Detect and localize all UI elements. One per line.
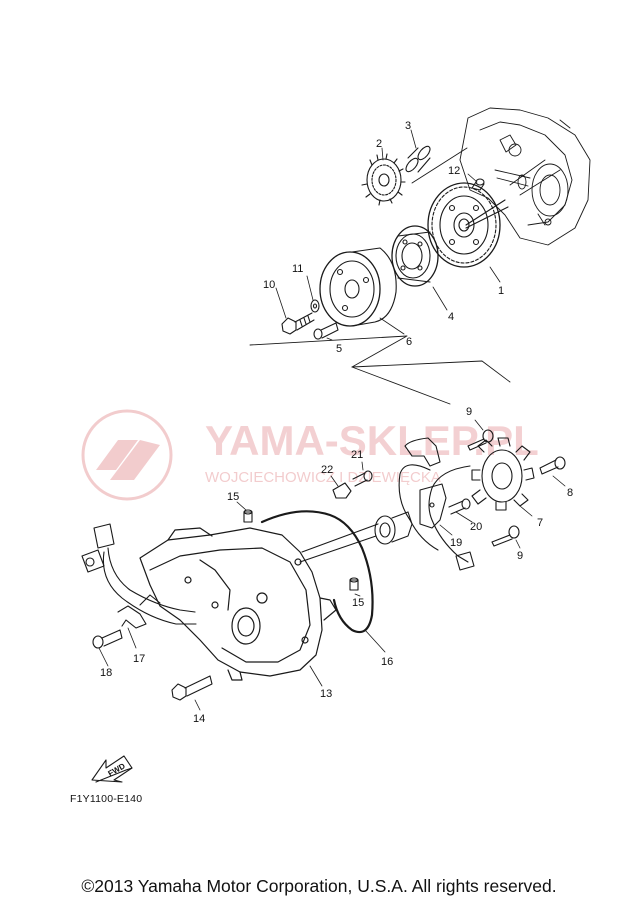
callout-10: 10	[263, 279, 275, 291]
callout-15-lower: 15	[352, 597, 364, 609]
callout-1: 1	[498, 285, 504, 297]
callout-numbers: 1 2 3 4 5 6 7 8 9 9 10 11 12 13 14 15 15…	[100, 120, 573, 725]
callout-7: 7	[537, 517, 543, 529]
callout-5: 5	[336, 343, 342, 355]
wire-clamp	[419, 483, 447, 529]
cover-bolt-long	[171, 675, 213, 701]
callout-14: 14	[193, 713, 205, 725]
gear-shaft	[405, 145, 431, 173]
stator-bolt-right	[539, 456, 566, 475]
starter-wheel-gear	[427, 182, 509, 268]
stator-lead-wire	[398, 437, 475, 571]
callout-4: 4	[448, 311, 454, 323]
watermark-tagline: WOJCIECHOWICZ I DZIEWIĘCKA	[205, 469, 441, 486]
callout-15-upper: 15	[227, 491, 239, 503]
clamp-bolt	[448, 498, 471, 515]
crankcase-fragment	[459, 107, 591, 246]
callout-8: 8	[567, 487, 573, 499]
forward-arrow-icon	[91, 755, 133, 783]
diagram-code: F1Y1100-E140	[70, 793, 143, 805]
callout-18: 18	[100, 667, 112, 679]
callout-13: 13	[320, 688, 332, 700]
rotor-screw	[313, 322, 339, 340]
callout-2: 2	[376, 138, 382, 150]
flywheel-rotor	[319, 247, 397, 327]
watermark-brand: YAMA-SKLEP.PL	[205, 417, 539, 464]
crankcase-cover	[139, 527, 337, 681]
callout-12: 12	[448, 165, 460, 177]
starter-idle-gear	[361, 153, 406, 206]
wiring-harness	[81, 523, 197, 625]
stator-coil	[471, 437, 535, 511]
dowel-pin-lower	[349, 577, 359, 591]
cover-gasket	[260, 510, 374, 634]
stator-bolt-upper	[467, 429, 494, 451]
lead-holder	[332, 482, 352, 499]
oil-seal	[299, 511, 413, 563]
rotor-bolt	[281, 312, 315, 335]
callout-11: 11	[292, 263, 303, 275]
watermark-logo	[81, 409, 173, 501]
copyright-notice: ©2013 Yamaha Motor Corporation, U.S.A. A…	[81, 876, 557, 896]
stator-bolt-lower	[491, 525, 520, 547]
callout-17: 17	[133, 653, 145, 665]
assembly-leader-lines	[249, 147, 511, 405]
washer	[310, 299, 320, 313]
callout-22: 22	[321, 464, 333, 476]
wire-clip	[117, 605, 147, 629]
harness-bolt	[92, 629, 123, 649]
dowel-pin-upper	[243, 509, 253, 523]
callout-21: 21	[351, 449, 363, 461]
starter-clutch	[391, 225, 439, 287]
callout-9-upper: 9	[466, 406, 472, 418]
cover-bolt-small	[352, 470, 373, 487]
callout-9-lower: 9	[517, 550, 523, 562]
callout-6: 6	[406, 336, 412, 348]
callout-16: 16	[381, 656, 393, 668]
callout-19: 19	[450, 537, 462, 549]
callout-20: 20	[470, 521, 482, 533]
callout-leader-lines	[98, 129, 566, 711]
callout-3: 3	[405, 120, 411, 132]
